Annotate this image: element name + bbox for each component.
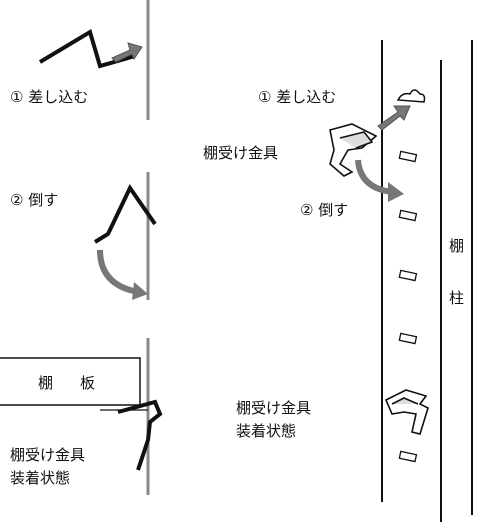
left-step1-label: ① 差し込む [10, 88, 89, 106]
right-bracket [329, 123, 378, 177]
left-installed-label-line2: 装着状態 [10, 469, 71, 487]
slot [398, 269, 418, 282]
right-step2-label: ② 倒す [300, 201, 349, 219]
slot [398, 332, 418, 345]
right-step2-arrowhead [388, 182, 404, 202]
left-installed-label-line1: 棚受け金具 [10, 446, 86, 464]
right-step2-arrow [355, 159, 393, 195]
right-step1-arrow [377, 105, 411, 131]
right-installed-bracket [384, 389, 429, 435]
left-step1-arrow [111, 42, 143, 63]
right-bracket-label: 棚受け金具 [203, 144, 279, 162]
right-pillar-label-top: 棚 [449, 237, 465, 255]
slot [398, 150, 418, 163]
left-shelf-board-label: 棚 板 [38, 374, 102, 392]
right-pillar-label-bottom: 柱 [449, 289, 465, 307]
right-installed-label-line1: 棚受け金具 [236, 399, 312, 417]
slot [398, 450, 418, 463]
left-step2-arrowhead [132, 282, 148, 300]
right-insertion-slot-shape [396, 89, 426, 103]
right-pillar-slots [398, 150, 418, 463]
left-step2-label: ② 倒す [10, 191, 59, 209]
left-step2-bracket [93, 184, 157, 244]
left-step1-bracket [38, 28, 136, 69]
right-installed-label-line2: 装着状態 [236, 422, 297, 440]
slot [398, 209, 418, 222]
left-installed-bracket [117, 399, 163, 471]
right-step1-label: ① 差し込む [258, 88, 337, 106]
left-shelf-board [0, 357, 141, 406]
left-step2-arrow [97, 249, 139, 295]
